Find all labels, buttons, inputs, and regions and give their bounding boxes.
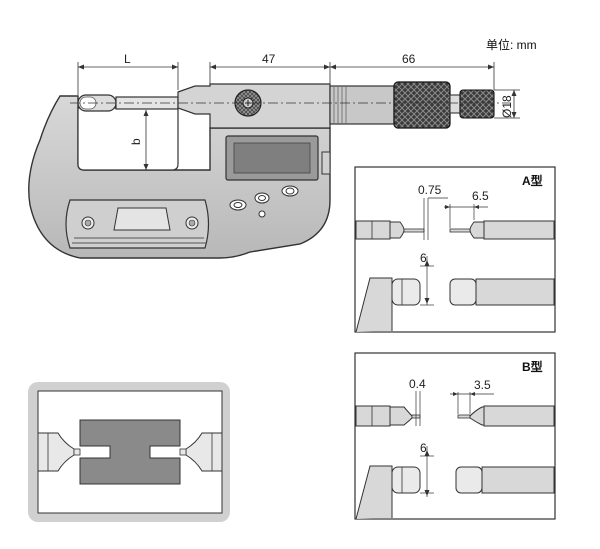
ratchet-end [459, 89, 495, 119]
type-b-dim-left: 0.4 [409, 377, 426, 391]
main-dimensions [77, 62, 520, 170]
dim-66-label: 66 [402, 52, 416, 66]
type-b-title: B型 [522, 359, 543, 374]
micrometer-body [28, 81, 510, 259]
type-a-title: A型 [522, 173, 543, 188]
unit-label: 单位: mm [486, 37, 537, 52]
dim-47-label: 47 [262, 52, 276, 66]
measurement-inset [28, 382, 230, 522]
micrometer-buttons [229, 185, 299, 218]
dim-l-label: L [124, 52, 131, 66]
thimble [329, 85, 395, 125]
type-a-dim-left: 0.75 [418, 183, 442, 197]
type-a-panel: A型 0.75 6.5 6 [354, 166, 556, 333]
ratchet-knurl [393, 81, 451, 129]
type-a-dim-height: 6 [420, 251, 427, 265]
dim-diameter-label: Ø18 [500, 95, 514, 118]
dim-b-label: b [129, 138, 143, 145]
type-b-panel: B型 0.4 3.5 6 [354, 352, 556, 520]
workpiece [79, 419, 181, 485]
type-b-dim-right: 3.5 [474, 378, 491, 392]
type-b-dim-height: 6 [420, 441, 427, 455]
type-a-dim-right: 6.5 [472, 189, 489, 203]
